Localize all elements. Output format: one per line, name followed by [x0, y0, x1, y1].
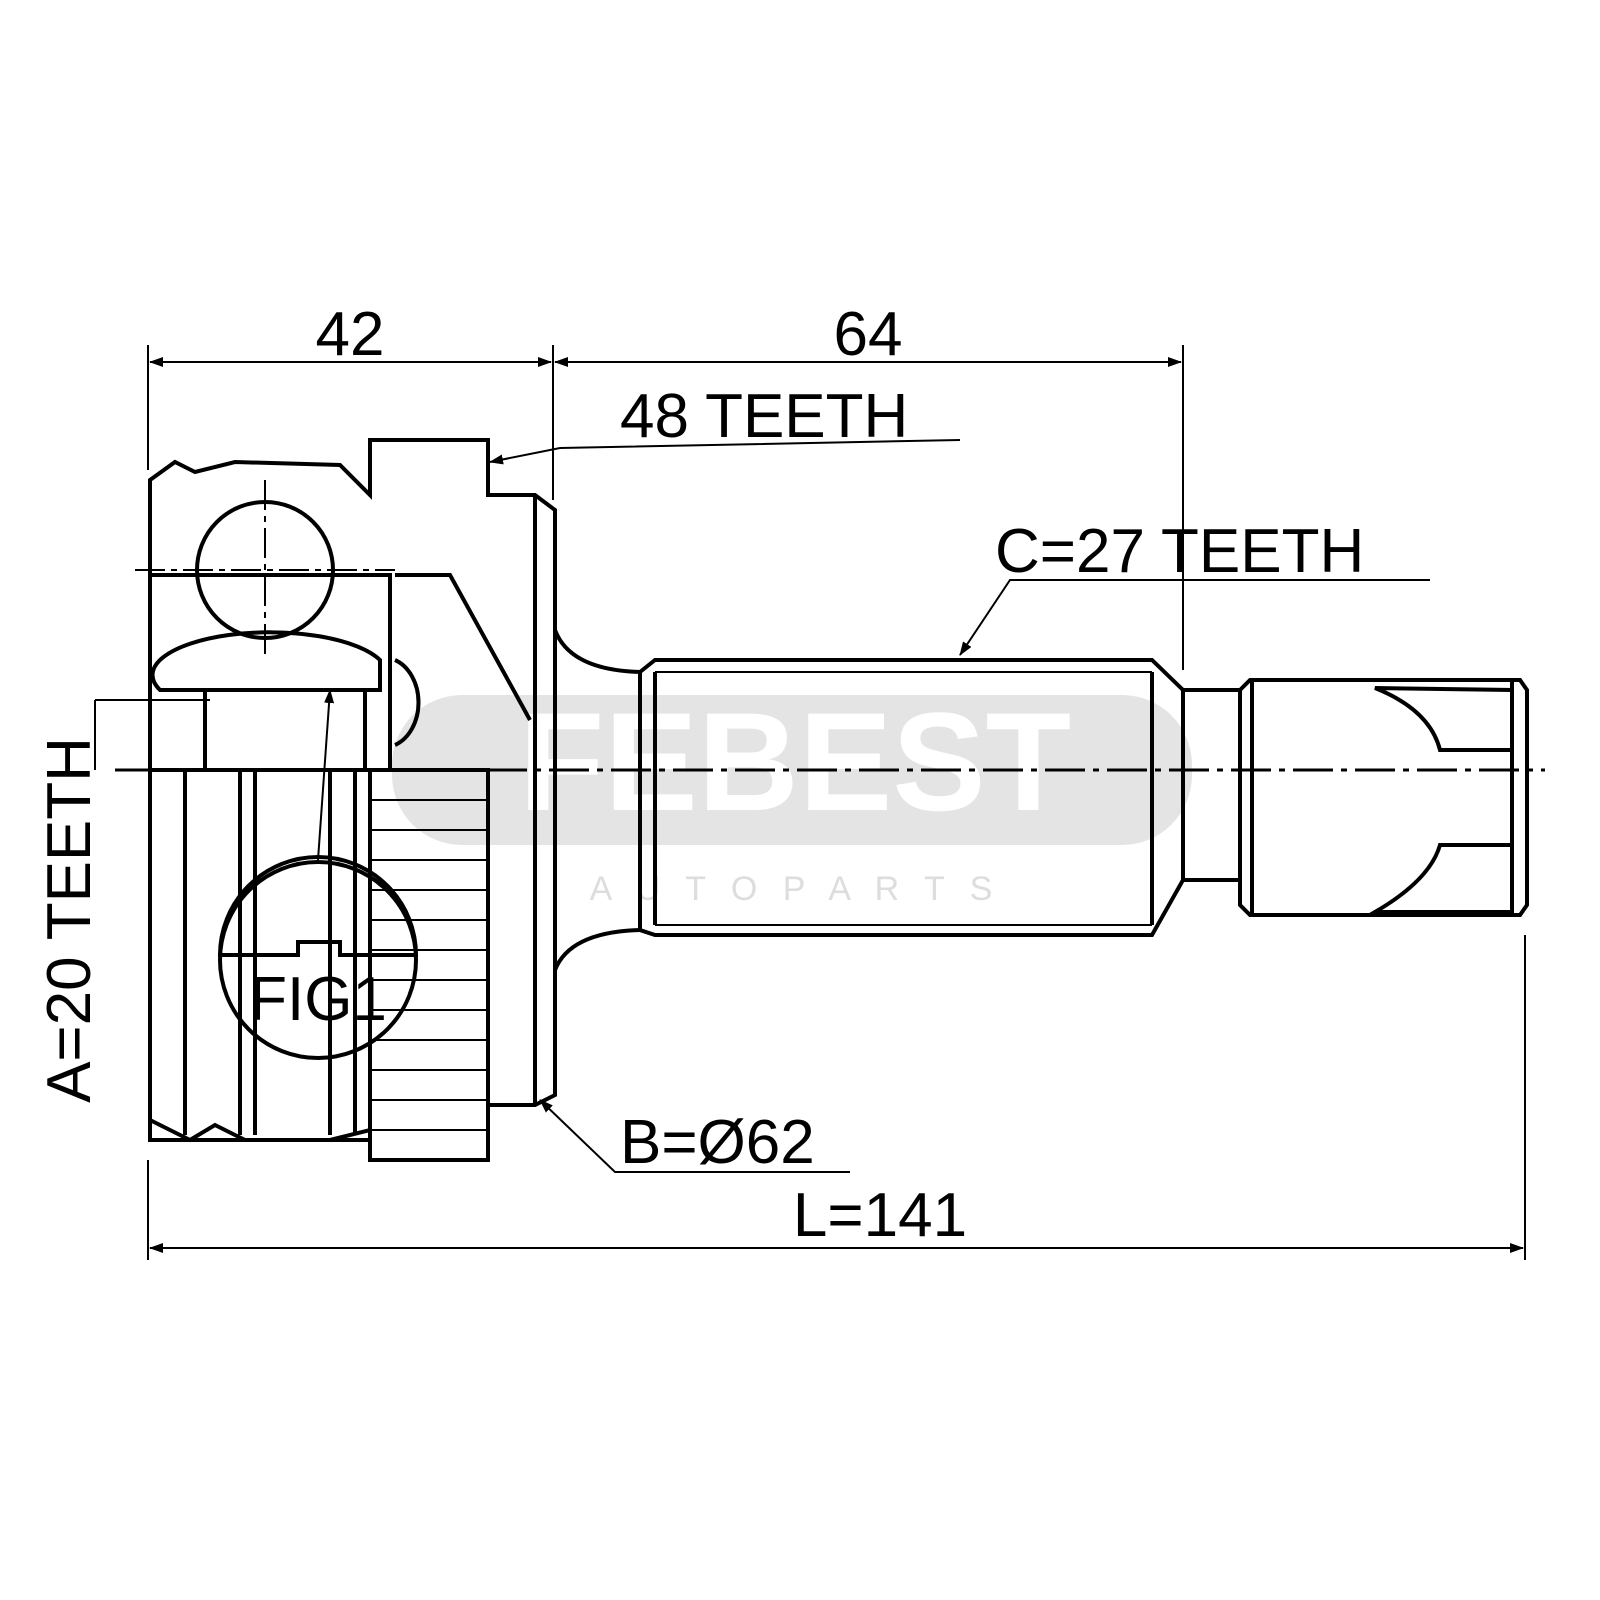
watermark: FEBEST A U T O P A R T S [392, 683, 1192, 908]
shaft [553, 629, 1529, 971]
length-label: L=141 [793, 1181, 967, 1250]
fig1-detail: FIG1 [217, 855, 419, 1060]
watermark-sub: A U T O P A R T S [590, 870, 1001, 908]
dim-42-label: 42 [316, 300, 385, 369]
shaft-teeth-label: C=27 TEETH [995, 517, 1364, 586]
extension-lines [94, 345, 1526, 1260]
watermark-brand: FEBEST [519, 683, 1071, 840]
outer-teeth-label: 48 TEETH [620, 382, 908, 451]
dim-64-label: 64 [834, 300, 903, 369]
diameter-label: B=Ø62 [620, 1108, 815, 1177]
fig1-label: FIG1 [249, 965, 387, 1034]
dimension-lines [149, 357, 1524, 1253]
inner-teeth-label: A=20 TEETH [35, 737, 104, 1103]
